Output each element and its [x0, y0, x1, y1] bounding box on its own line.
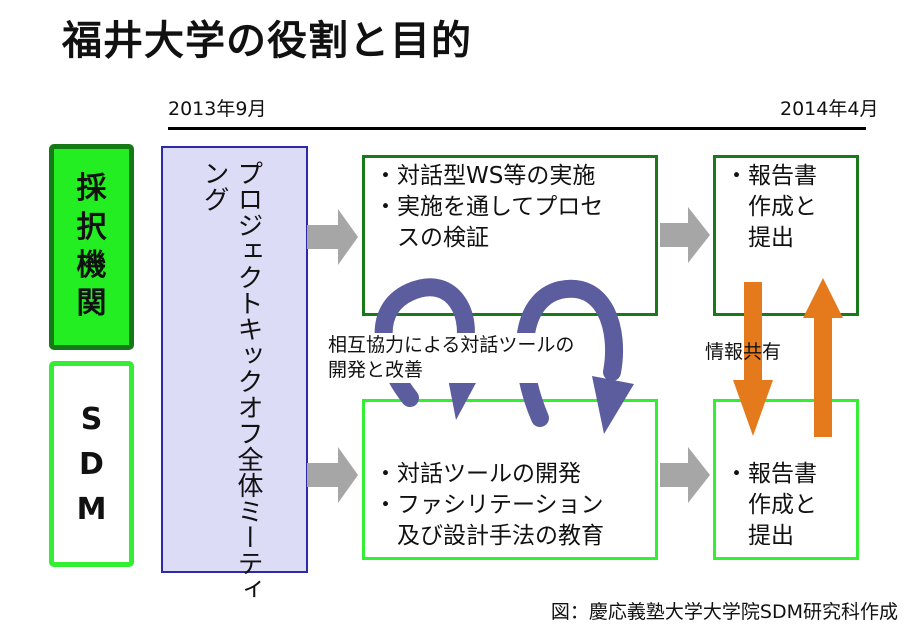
- orange-arrow-up-head: [803, 278, 843, 318]
- cycle-arrow-right-head: [592, 376, 634, 434]
- label-line: 相互協力による対話ツールの: [328, 334, 575, 356]
- orange-arrow-up-shaft: [814, 317, 832, 437]
- text-line: 作成と: [748, 492, 817, 518]
- kickoff-meeting-box: [161, 146, 308, 573]
- side-char: M: [76, 491, 107, 527]
- orange-arrow-down-head: [733, 380, 773, 436]
- kickoff-meeting-text: プロジェクトキックオフ全体ミーティング: [199, 160, 263, 602]
- side-char: 択: [76, 209, 107, 245]
- text-line: 提出: [748, 225, 794, 251]
- workshop-text: ・対話型WS等の実施 ・実施を通してプロセ スの検証: [374, 161, 603, 254]
- gray-arrow-4: [660, 447, 710, 503]
- text-line: ・ファシリテーション: [374, 492, 604, 518]
- text-line: 提出: [748, 523, 794, 549]
- gray-arrow-3: [660, 207, 710, 263]
- report-text-bottom: ・報告書 作成と 提出: [725, 459, 817, 552]
- sdm-label: S D M: [49, 361, 134, 567]
- text-line: 作成と: [748, 194, 817, 220]
- text-line: ・報告書: [725, 461, 817, 487]
- text-line: スの検証: [397, 225, 489, 251]
- page-title: 福井大学の役割と目的: [62, 18, 472, 64]
- text-line: ・報告書: [725, 163, 817, 189]
- timeline-line: [168, 127, 866, 130]
- timeline-start-label: 2013年9月: [168, 98, 267, 120]
- cooperation-label: 相互協力による対話ツールの 開発と改善: [328, 333, 575, 383]
- report-text-top: ・報告書 作成と 提出: [725, 161, 817, 254]
- text-line: ・対話型WS等の実施: [374, 163, 596, 189]
- orange-arrow-down-shaft: [744, 282, 762, 380]
- side-char: 機: [76, 248, 107, 283]
- gray-arrow-2: [307, 447, 358, 503]
- side-char: 採: [76, 171, 107, 207]
- report-box-bottom: [713, 399, 859, 560]
- report-box-top: [713, 155, 859, 316]
- side-char: S: [80, 401, 103, 437]
- side-char: 関: [76, 286, 107, 322]
- text-line: ・実施を通してプロセ: [374, 194, 604, 220]
- side-char: D: [79, 446, 104, 482]
- label-line: 開発と改善: [328, 359, 424, 381]
- text-line: 及び設計手法の教育: [397, 523, 604, 549]
- figure-credit: 図：慶応義塾大学大学院SDM研究科作成: [550, 601, 898, 623]
- adopting-agency-label: 採 択 機 関: [49, 144, 134, 350]
- gray-arrow-1: [307, 209, 358, 265]
- tool-development-text: ・対話ツールの開発 ・ファシリテーション 及び設計手法の教育: [374, 459, 604, 552]
- info-share-label: 情報共有: [705, 341, 782, 363]
- text-line: ・対話ツールの開発: [374, 461, 581, 487]
- timeline-end-label: 2014年4月: [780, 98, 879, 120]
